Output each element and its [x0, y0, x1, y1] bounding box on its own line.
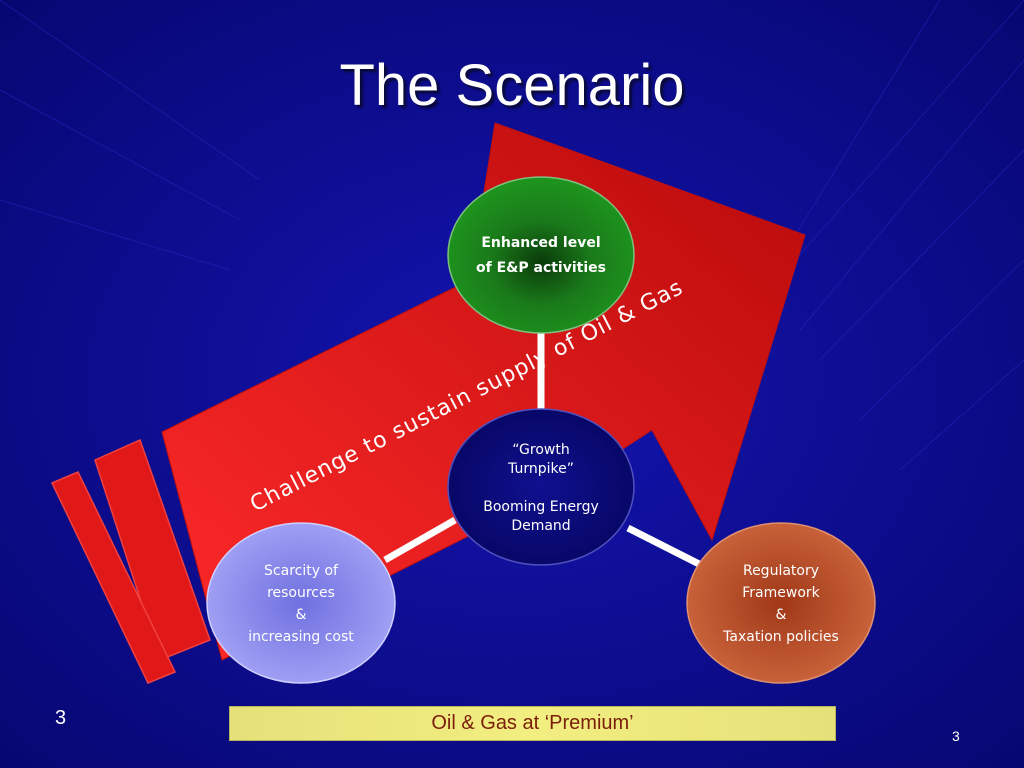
node-top-line-1: Enhanced level: [481, 235, 601, 251]
node-center-text: “Growth Turnpike” Booming Energy Demand: [461, 441, 621, 536]
node-right-line-3: &: [775, 607, 787, 623]
node-left-text: Scarcity of resources & increasing cost: [221, 560, 381, 648]
node-left-circle: [206, 522, 396, 684]
connector-left: [383, 516, 457, 564]
node-center-spacer: [461, 479, 621, 498]
node-center-circle: [447, 408, 635, 566]
node-left-line-4: increasing cost: [248, 629, 354, 645]
connector-right: [626, 524, 707, 571]
node-left-line-2: resources: [267, 585, 335, 601]
node-center-line-1: “Growth: [512, 442, 570, 458]
node-center-line-4: Booming Energy: [483, 499, 599, 515]
node-center-line-5: Demand: [511, 518, 571, 534]
footer-banner: Oil & Gas at ‘Premium’: [229, 706, 836, 741]
node-right-line-4: Taxation policies: [723, 629, 839, 645]
connector-lines: [383, 325, 707, 571]
arrow-tail-stripe-1: [94, 438, 211, 661]
page-number-right: 3: [952, 728, 960, 744]
node-right-line-2: Framework: [742, 585, 820, 601]
node-top-line-2: of E&P activities: [476, 260, 606, 276]
node-right-line-1: Regulatory: [742, 563, 820, 579]
page-number-left: 3: [55, 707, 67, 729]
node-top-text: Enhanced level of E&P activities: [461, 231, 621, 281]
node-left-line-1: Scarcity of: [264, 563, 338, 579]
arrow-tail-stripe-2: [50, 471, 177, 684]
node-top-circle: [447, 176, 635, 334]
node-right-text: Regulatory Framework & Taxation policies: [701, 560, 861, 648]
node-right-circle: [686, 522, 876, 684]
node-left-line-3: &: [295, 607, 307, 623]
node-center-line-2: Turnpike”: [508, 461, 574, 477]
slide-title: The Scenario: [339, 53, 685, 118]
background-rays: [0, 0, 1024, 471]
